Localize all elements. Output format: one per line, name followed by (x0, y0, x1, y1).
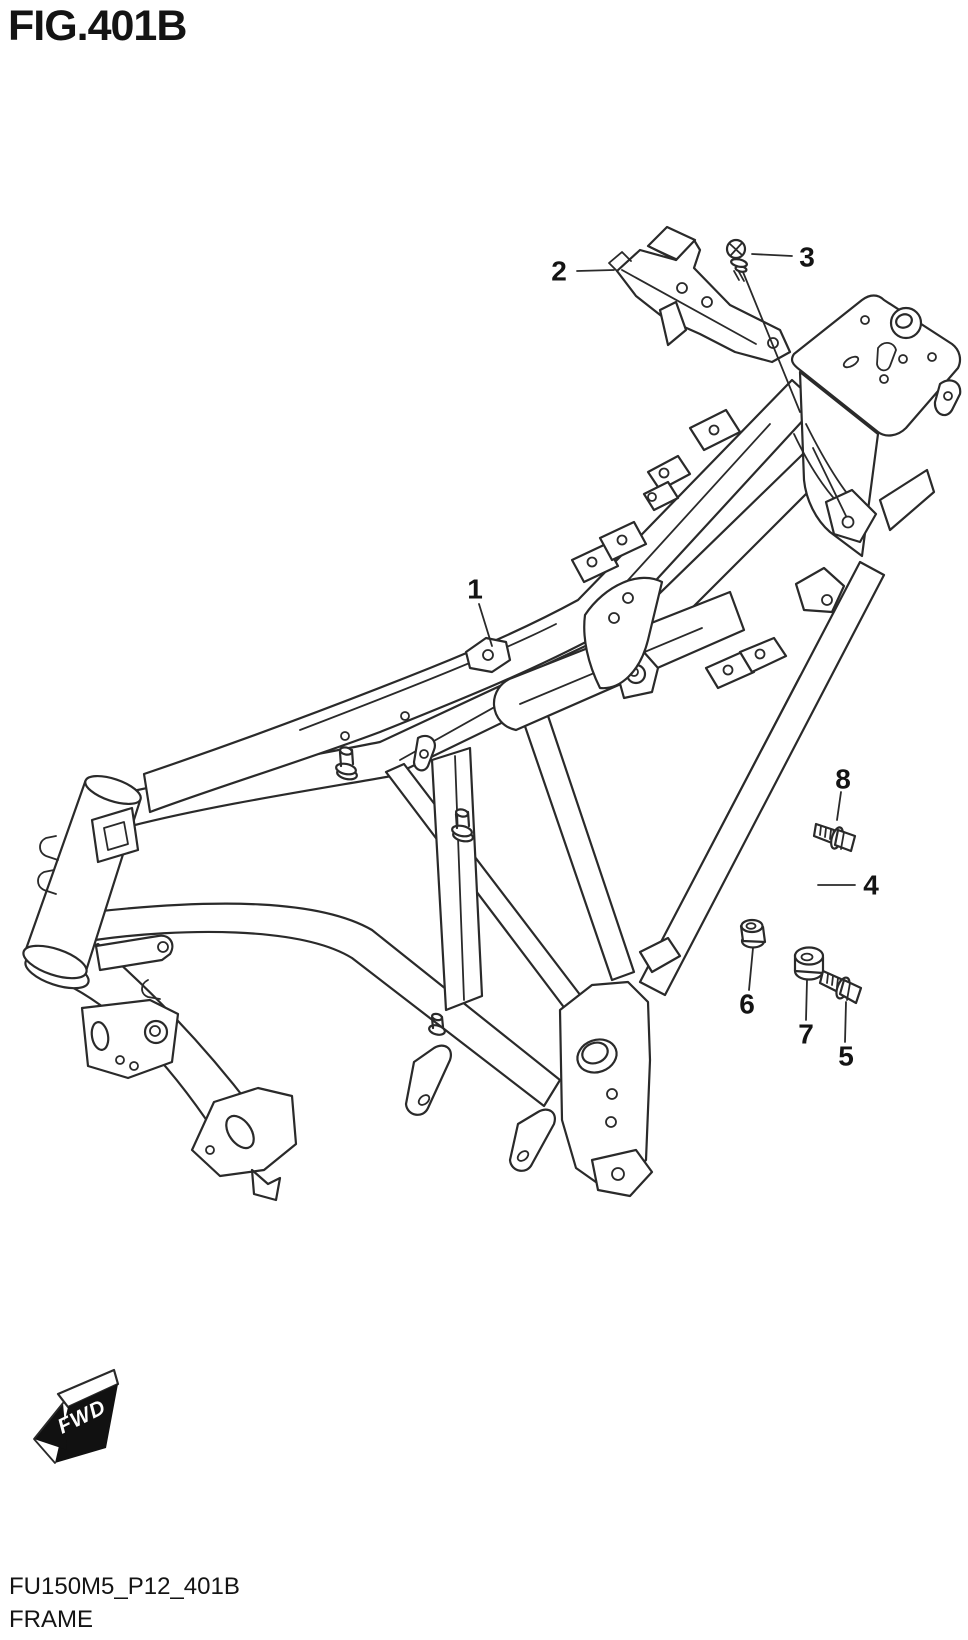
bolt3-mount-tab (824, 488, 878, 544)
callout-5[interactable]: 5 (838, 1041, 854, 1072)
callout-8[interactable]: 8 (835, 764, 851, 795)
front-engine-bracket (80, 934, 180, 1080)
nut-part6-icon (739, 918, 767, 949)
callout-2[interactable]: 2 (551, 256, 567, 287)
fwd-arrow-icon: FWD (33, 1368, 120, 1464)
figure-code: FU150M5_P12_401B (9, 1573, 240, 1600)
callouts: 1 2 3 4 5 6 7 8 (467, 242, 879, 1072)
bolt-part5-icon (818, 969, 863, 1005)
bolt-part3-icon (725, 238, 748, 282)
main-frame-spar (142, 378, 820, 814)
spar-bracket (598, 520, 648, 562)
callout-leader-lines (478, 253, 856, 1043)
knee-gusset (583, 576, 664, 690)
downtube-end-bracket (190, 1086, 298, 1202)
callout-3[interactable]: 3 (799, 242, 815, 273)
center-member (430, 746, 484, 1012)
head-clamp (90, 806, 140, 864)
frame-drawing (22, 225, 962, 1202)
lower-rail (90, 902, 562, 1172)
callout-6[interactable]: 6 (739, 989, 755, 1020)
footer: FU150M5_P12_401B FRAME (9, 1570, 240, 1636)
spacer-part7-icon (793, 946, 825, 981)
figure-name: FRAME (9, 1606, 93, 1633)
bridge-bracket (738, 636, 788, 674)
hanger-tab (404, 1044, 452, 1116)
figure-title: FIG.401B (8, 2, 187, 50)
hanger-tab (508, 1108, 556, 1172)
bolt-part8-icon (812, 822, 857, 853)
callout-7[interactable]: 7 (798, 1019, 814, 1050)
cable-hook (37, 869, 57, 895)
tail-hook (933, 379, 962, 417)
tail-bracket-assembly (790, 294, 962, 614)
pivot-plate (558, 936, 682, 1198)
callout-4[interactable]: 4 (863, 870, 879, 901)
spar-bracket (570, 542, 620, 584)
head-tube (22, 774, 142, 990)
spar-bracket (688, 408, 742, 452)
rear-stay (638, 468, 936, 997)
spar-clip (464, 636, 512, 674)
fender-bracket-part2 (608, 225, 792, 364)
callout-1[interactable]: 1 (467, 574, 483, 605)
frame-studs (335, 746, 474, 1036)
spar-bracket (642, 480, 680, 512)
spar-tab (412, 734, 436, 772)
cable-hook (39, 835, 59, 861)
